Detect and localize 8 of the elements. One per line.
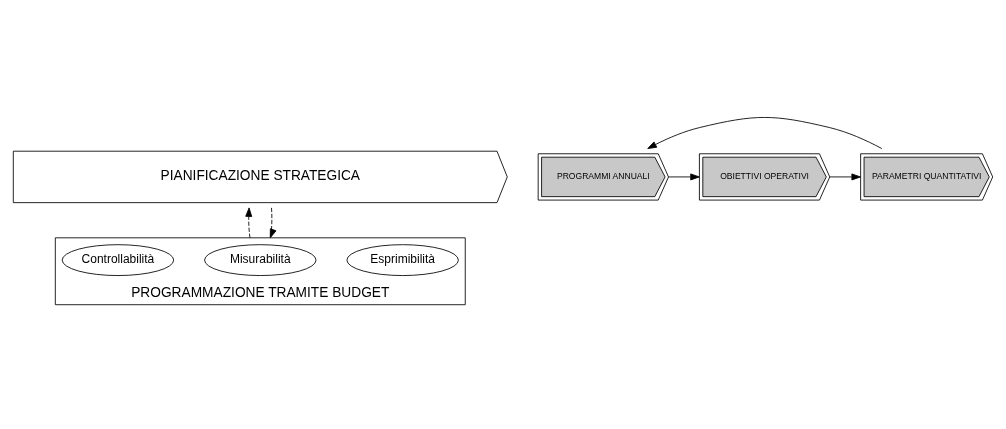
arrow	[829, 173, 861, 181]
arrow	[647, 117, 883, 149]
node-ellipse: Esprimibilità	[346, 244, 459, 276]
arrow	[245, 207, 253, 239]
node-ellipse: Misurabilità	[204, 244, 317, 276]
arrow	[269, 207, 277, 239]
arrow	[668, 173, 700, 181]
node-ellipse: Controllabilità	[61, 244, 175, 276]
